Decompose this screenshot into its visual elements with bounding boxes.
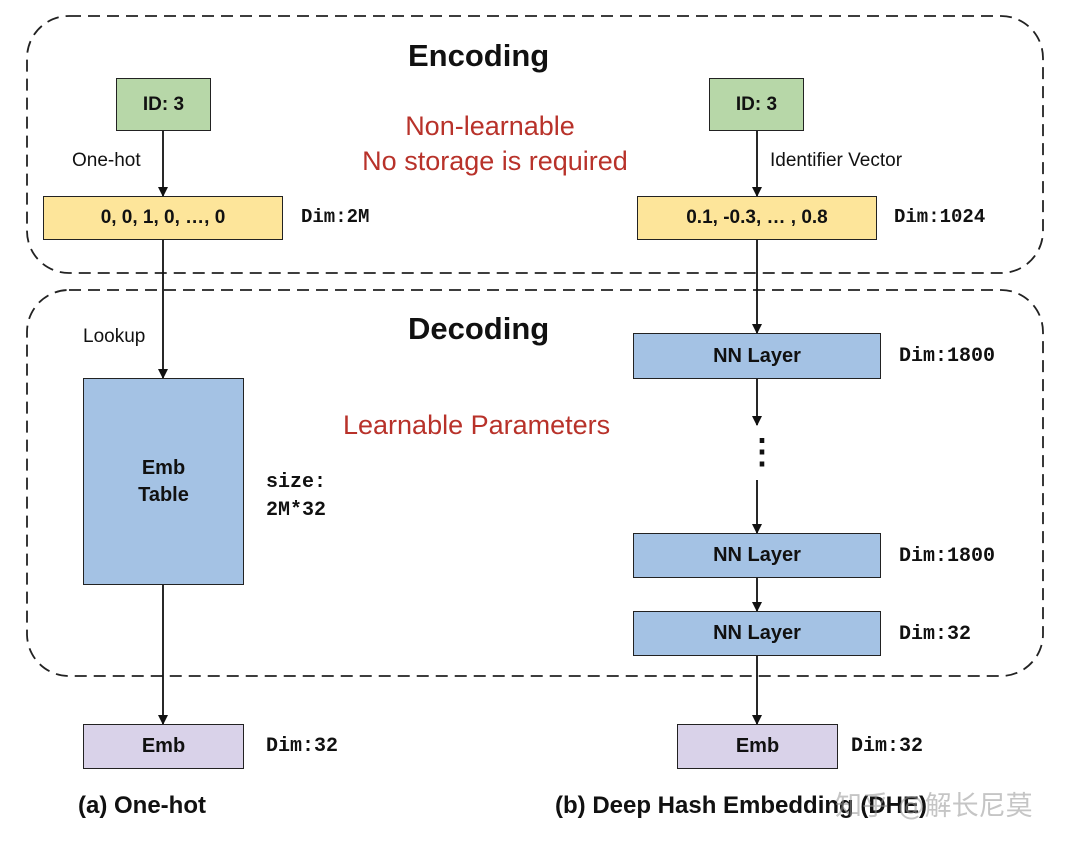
nn-layer-2-dim: Dim:1800 — [899, 545, 996, 568]
onehot-vector-label: 0, 0, 1, 0, …, 0 — [100, 207, 226, 228]
edge-label-lookup: Lookup — [83, 326, 146, 347]
identifier-vector-label: 0.1, -0.3, … , 0.8 — [686, 207, 828, 228]
nn-layer-1: NN Layer — [633, 333, 881, 379]
identifier-dim-label: Dim:1024 — [894, 206, 986, 228]
left-id-label: ID: 3 — [142, 93, 185, 115]
watermark: 知乎 @解长尼莫 — [835, 791, 1033, 822]
nn-layer-2-label: NN Layer — [713, 544, 801, 566]
nn-layer-3: NN Layer — [633, 611, 881, 656]
nn-layer-1-label: NN Layer — [713, 344, 801, 367]
emb-table-size-line1: size: — [266, 471, 327, 494]
emb-table-line1: Emb — [141, 456, 186, 479]
nn-layer-3-label: NN Layer — [713, 622, 801, 644]
caption-left: (a) One-hot — [78, 792, 206, 819]
encoding-region — [26, 15, 1044, 274]
right-emb-label: Emb — [735, 735, 780, 757]
edge-label-identifier: Identifier Vector — [770, 150, 903, 171]
caption-right: (b) Deep Hash Embedding (DHE) — [555, 792, 928, 819]
encoding-note-line1: Non-learnable — [405, 111, 575, 141]
left-id-box: ID: 3 — [116, 78, 211, 131]
emb-table-line2: Table — [138, 483, 189, 506]
identifier-vector-box: 0.1, -0.3, … , 0.8 — [637, 196, 877, 240]
right-id-label: ID: 3 — [735, 93, 778, 115]
left-emb-label: Emb — [141, 735, 186, 757]
left-emb-box: Emb — [83, 724, 244, 769]
onehot-dim-label: Dim:2M — [301, 206, 370, 228]
decoding-note: Learnable Parameters — [343, 410, 611, 440]
emb-table-box: Emb Table — [83, 378, 244, 585]
encoding-title: Encoding — [408, 38, 550, 73]
nn-layer-1-dim: Dim:1800 — [899, 345, 996, 368]
emb-table-size-line2: 2M*32 — [266, 499, 327, 522]
decoding-title: Decoding — [408, 311, 550, 346]
right-emb-box: Emb — [677, 724, 838, 769]
onehot-vector-box: 0, 0, 1, 0, …, 0 — [43, 196, 283, 240]
right-id-box: ID: 3 — [709, 78, 804, 131]
encoding-note-line2: No storage is required — [362, 146, 628, 176]
right-emb-dim-label: Dim:32 — [851, 735, 924, 758]
nn-layer-2: NN Layer — [633, 533, 881, 578]
nn-layer-3-dim: Dim:32 — [899, 623, 972, 646]
left-emb-dim-label: Dim:32 — [266, 735, 339, 758]
vertical-ellipsis: ⋮ — [745, 433, 779, 471]
edge-label-onehot: One-hot — [72, 150, 141, 171]
decoding-region — [26, 289, 1044, 677]
